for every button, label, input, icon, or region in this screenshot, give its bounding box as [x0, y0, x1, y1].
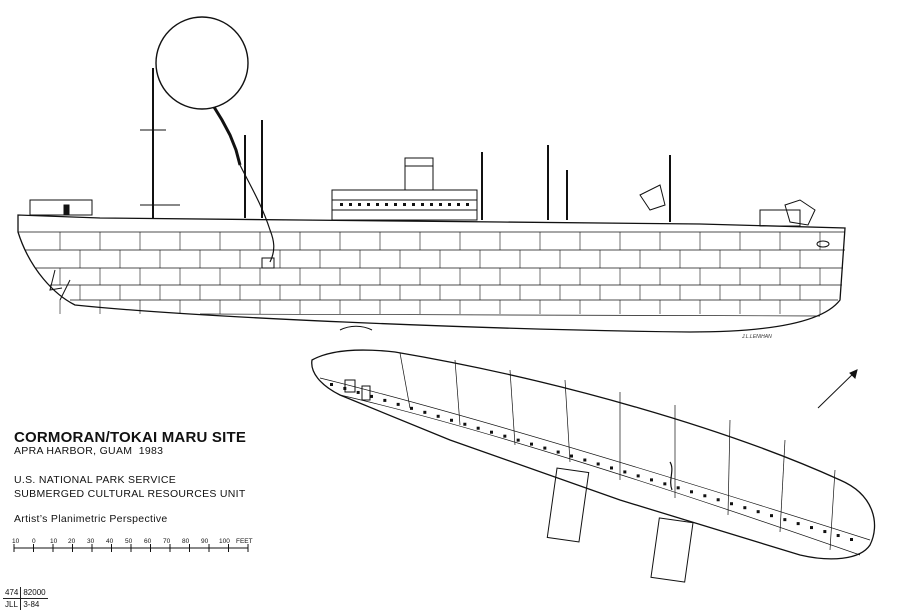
- catalog-initials: JLL: [3, 598, 22, 610]
- location: APRA HARBOR, GUAM: [14, 445, 133, 457]
- site-title: CORMORAN/TOKAI MARU SITE: [14, 429, 247, 446]
- caption: Artist’s Planimetric Perspective: [14, 513, 168, 525]
- buoy-icon: [155, 16, 275, 269]
- location-line: APRA HARBOR, GUAM 1983: [14, 445, 163, 457]
- scale-tick-label: 10: [12, 538, 20, 545]
- catalog-sheet: 474: [3, 587, 22, 599]
- cormoran-hull: [17, 214, 846, 333]
- scale-tick-label: 30: [87, 538, 95, 545]
- scale-tick-label: 0: [32, 538, 36, 545]
- tokai-maru-hull: [311, 349, 876, 583]
- scale-tick-label: 40: [106, 538, 114, 545]
- scale-tick-label: 10: [50, 538, 58, 545]
- catalog-block: 474 82000 JLL 3-84: [3, 587, 48, 610]
- agency: U.S. NATIONAL PARK SERVICE: [14, 474, 177, 486]
- scale-tick-label: 50: [125, 538, 133, 545]
- scale-tick-label: 60: [144, 538, 152, 545]
- catalog-number: 82000: [20, 587, 48, 599]
- scale-unit: FEET: [236, 538, 253, 545]
- scale-tick-label: 90: [201, 538, 209, 545]
- survey-year: 1983: [138, 445, 164, 457]
- scale-tick-label: 80: [182, 538, 190, 545]
- catalog-date: 3-84: [23, 600, 40, 609]
- scale-bar: [13, 544, 249, 552]
- north-arrow-icon: [817, 369, 858, 409]
- scale-tick-label: 20: [68, 538, 76, 545]
- scale-tick-label: 70: [163, 538, 171, 545]
- scale-tick-label: 100: [219, 538, 230, 545]
- cormoran-superstructure: [29, 68, 830, 331]
- unit: SUBMERGED CULTURAL RESOURCES UNIT: [14, 488, 246, 500]
- artist-credit: J.L.LENIHAN: [742, 334, 772, 340]
